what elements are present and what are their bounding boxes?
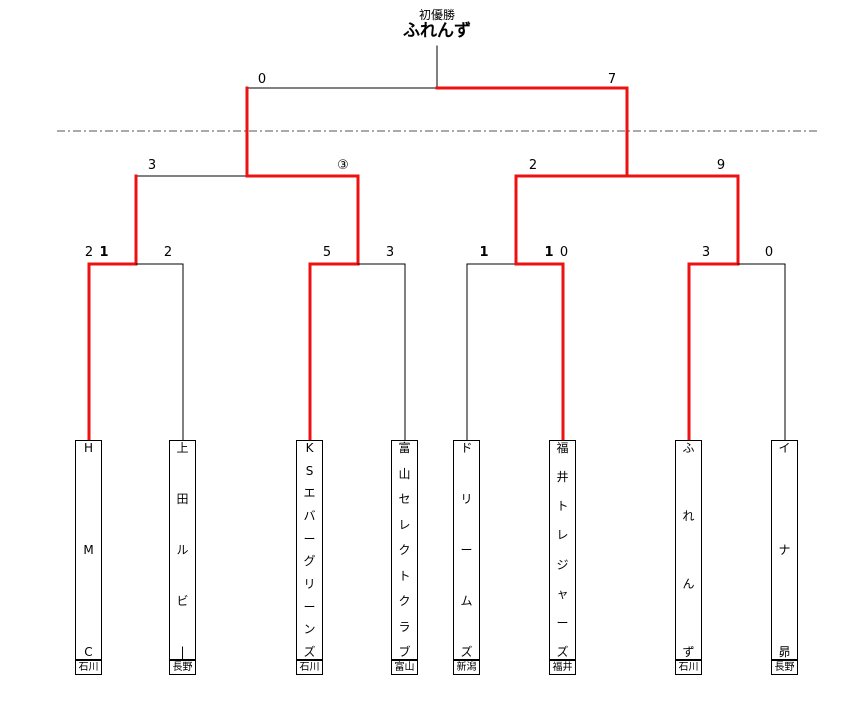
team-name-char: C: [84, 645, 93, 659]
team-name-char: レ: [398, 517, 411, 532]
semi1-score-left: 3: [147, 158, 157, 173]
team-name-char: S: [305, 463, 314, 478]
team-name-char: 富: [398, 441, 411, 455]
team-prefecture: 石川: [296, 660, 323, 675]
r1-m3-score-right-extra: 0: [559, 245, 569, 260]
team-name-char: K: [305, 441, 314, 455]
semi2-score-left: 2: [528, 158, 538, 173]
champion-name: ふれんず: [403, 21, 471, 41]
team-name-char: 福: [556, 441, 569, 455]
team-name-char: リ: [460, 492, 473, 506]
team-name-char: ン: [303, 622, 316, 637]
r1-m3-score-right: 1: [544, 245, 554, 260]
team-box: [296, 440, 323, 660]
team-box: [169, 440, 196, 660]
team-name-char: ー: [303, 599, 316, 614]
team-prefecture: 富山: [391, 660, 418, 675]
team-name: H M C: [75, 442, 102, 658]
team-name-char: ム: [460, 594, 473, 608]
team-name-char: ド: [460, 441, 473, 455]
team-name-char: ク: [398, 594, 411, 608]
team-name-char: H: [83, 441, 94, 455]
r1-m4-score-left: 3: [701, 245, 711, 260]
semi2-score-right: 9: [716, 158, 726, 173]
team-name-char: リ: [303, 576, 316, 591]
team-name-char: ク: [398, 543, 411, 557]
team-name-char: ャ: [556, 586, 569, 601]
team-box: [549, 440, 576, 660]
team-name-char: ズ: [303, 644, 316, 659]
team-name-char: 井: [556, 470, 569, 485]
team-name-char: バ: [303, 508, 316, 523]
team-name-char: ル: [176, 543, 189, 557]
team-name-char: ナ: [778, 543, 791, 557]
team-name-char: ー: [556, 615, 569, 630]
team-name-char: |: [180, 645, 185, 659]
final-score-right: 7: [607, 72, 617, 87]
r1-m1-score-left: 2: [84, 245, 94, 260]
team-name-char: ふ: [682, 441, 695, 455]
team-name-char: ズ: [460, 645, 473, 659]
team-box: [391, 440, 418, 660]
team-prefecture: 石川: [675, 660, 702, 675]
team-name-char: ブ: [398, 645, 411, 659]
team-name-char: ト: [556, 499, 569, 514]
team-name-char: ラ: [398, 619, 411, 634]
semi1-score-right: ③: [337, 158, 349, 173]
team-name: 福井トレジャーズ: [549, 442, 576, 658]
team-name: ドリームズ: [453, 442, 480, 658]
team-name: 上田ルビ |: [169, 442, 196, 658]
r1-m4-score-right: 0: [764, 245, 774, 260]
team-prefecture: 新潟: [453, 660, 480, 675]
final-score-left: 0: [257, 72, 267, 87]
team-name-char: 上: [176, 441, 189, 455]
team-name-char: レ: [556, 528, 569, 543]
team-box: [75, 440, 102, 660]
r1-m2-score-left: 5: [322, 245, 332, 260]
team-prefecture: 長野: [771, 660, 798, 675]
team-name-char: ず: [682, 645, 695, 659]
r1-m2-score-right: 3: [385, 245, 395, 260]
team-prefecture: 長野: [169, 660, 196, 675]
team-box: [771, 440, 798, 660]
r1-m1-score-right: 2: [163, 245, 173, 260]
team-name-char: れ: [682, 509, 695, 523]
team-name-char: ー: [303, 531, 316, 546]
team-name-char: 山: [398, 466, 411, 481]
team-name: イナ昴: [771, 442, 798, 658]
team-name-char: M: [83, 543, 94, 557]
team-box: [675, 440, 702, 660]
team-name-char: セ: [398, 492, 411, 506]
team-name-char: グ: [303, 554, 316, 569]
team-name: ふれんず: [675, 442, 702, 658]
team-name-char: イ: [778, 441, 791, 455]
r1-m3-score-left: 1: [479, 245, 489, 260]
champion-caption: 初優勝: [418, 8, 455, 22]
team-prefecture: 福井: [549, 660, 576, 675]
team-name-char: ー: [460, 543, 473, 557]
team-name-char: ビ: [176, 594, 189, 608]
team-name-char: エ: [303, 486, 316, 501]
team-name-char: 昴: [778, 645, 791, 659]
team-name-char: ん: [682, 577, 695, 591]
team-name-char: ズ: [556, 644, 569, 659]
team-name-char: 田: [176, 492, 189, 506]
r1-m1-score-left-extra: 1: [99, 245, 109, 260]
team-name-char: ジ: [556, 557, 569, 572]
team-box: [453, 440, 480, 660]
team-prefecture: 石川: [75, 660, 102, 675]
team-name: 富山セレクトクラブ: [391, 442, 418, 658]
team-name-char: ト: [398, 568, 411, 583]
